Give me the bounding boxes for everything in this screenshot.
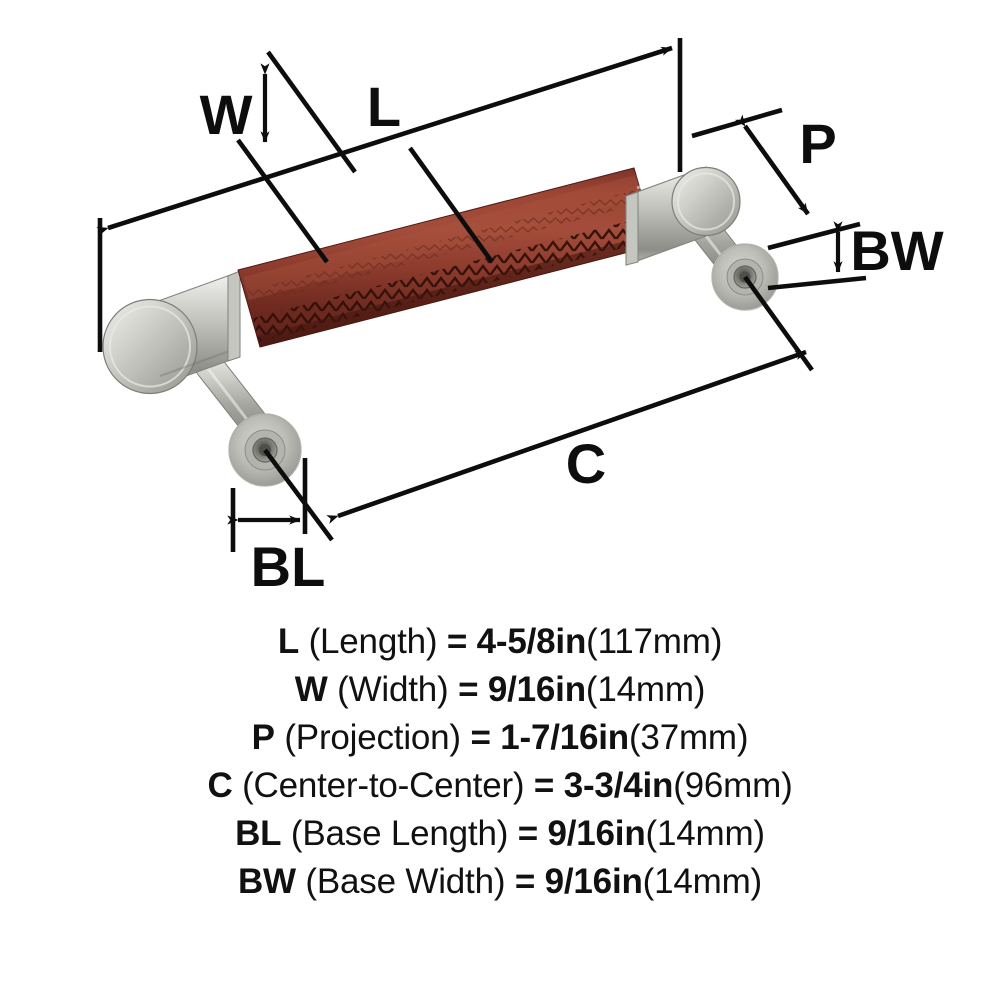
p-extension-upper [691, 107, 783, 139]
spec-metric: (14mm) [642, 862, 763, 901]
spec-name: (Projection) [284, 718, 461, 757]
spec-equals: = [458, 670, 479, 709]
dimension-c [263, 275, 814, 542]
l-measure-line [96, 45, 673, 236]
spec-value: 1-7/16in [500, 718, 629, 757]
c-measure-line [326, 349, 807, 524]
spec-equals: = [533, 766, 555, 805]
spec-equals: = [446, 622, 468, 661]
spec-code: BL [235, 814, 282, 853]
label-c: C [566, 432, 606, 495]
spec-code: W [294, 670, 328, 709]
spec-row-base-width: BW (Base Width) = 9/16in(14mm) [0, 858, 1000, 906]
spec-name: (Base Length) [290, 814, 509, 853]
specifications-list: L (Length) = 4-5/8in(117mm) W (Width) = … [0, 618, 1000, 906]
leather-bar [237, 167, 657, 348]
w-leader-lower [236, 138, 329, 264]
product-illustration [102, 160, 779, 487]
label-p: P [799, 112, 836, 175]
left-end-cap [102, 258, 302, 487]
l-leader-line [408, 146, 494, 264]
p-extension-lower [767, 221, 861, 251]
p-measure-line [734, 114, 810, 216]
spec-name: (Length) [308, 622, 438, 661]
spec-metric: (96mm) [673, 766, 793, 805]
spec-row-base-length: BL (Base Length) = 9/16in(14mm) [0, 810, 1000, 858]
dimension-w [236, 50, 357, 264]
dimension-p [691, 107, 861, 251]
label-w: W [200, 83, 253, 146]
label-l: L [367, 75, 401, 138]
bw-extension-lower [767, 275, 867, 291]
spec-value: 9/16in [547, 814, 646, 853]
spec-row-center-to-center: C (Center-to-Center) = 3-3/4in(96mm) [0, 762, 1000, 810]
spec-equals: = [517, 814, 538, 853]
product-dimension-diagram: W L P BW C BL [96, 38, 944, 598]
diagram-svg: W L P BW C BL [96, 38, 944, 598]
l-leader [408, 146, 494, 264]
spec-value: 9/16in [544, 862, 643, 901]
c-leader-right [743, 275, 814, 372]
dimension-labels: W L P BW C BL [200, 75, 944, 598]
spec-name: (Center-to-Center) [242, 766, 525, 805]
spec-code: BW [237, 862, 296, 901]
spec-row-projection: P (Projection) = 1-7/16in(37mm) [0, 714, 1000, 762]
spec-metric: (14mm) [645, 814, 766, 853]
spec-code: C [207, 766, 233, 805]
spec-row-length: L (Length) = 4-5/8in(117mm) [0, 618, 1000, 666]
spec-name: (Width) [337, 670, 449, 709]
spec-equals: = [514, 862, 536, 901]
w-leader-upper [266, 50, 357, 174]
label-bl: BL [251, 535, 326, 598]
spec-metric: (117mm) [586, 622, 723, 661]
left-cap-body [102, 258, 247, 395]
dimension-l [96, 38, 683, 352]
spec-metric: (37mm) [628, 718, 749, 757]
spec-equals: = [470, 718, 491, 757]
spec-code: L [277, 622, 300, 661]
spec-metric: (14mm) [585, 670, 706, 709]
dimension-bw [767, 221, 867, 291]
label-bw: BW [850, 219, 943, 282]
spec-value: 3-3/4in [563, 766, 674, 805]
spec-row-width: W (Width) = 9/16in(14mm) [0, 666, 1000, 714]
dimension-bl [227, 458, 308, 552]
c-leader-left [263, 448, 334, 542]
spec-name: (Base Width) [305, 862, 506, 901]
spec-value: 4-5/8in [476, 622, 587, 661]
dimension-annotations [96, 38, 867, 552]
spec-code: P [251, 718, 275, 757]
spec-value: 9/16in [487, 670, 586, 709]
